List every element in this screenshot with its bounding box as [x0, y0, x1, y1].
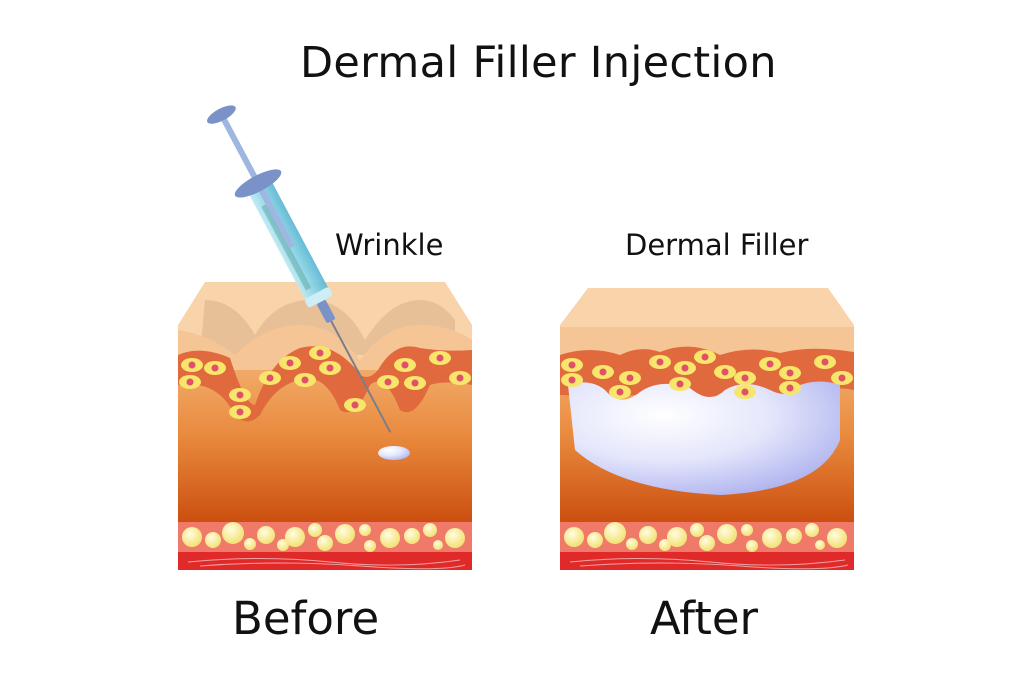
- before-cells: [179, 346, 471, 419]
- filler-drop: [378, 446, 410, 460]
- after-fat-cells: [564, 522, 847, 552]
- wrinkle-label: Wrinkle: [335, 228, 444, 262]
- diagram-title: Dermal Filler Injection: [300, 38, 777, 88]
- dermal-filler-volume: [568, 381, 840, 495]
- after-skin-block: [560, 288, 854, 570]
- before-skin-block: [178, 282, 472, 570]
- before-label: Before: [232, 592, 380, 645]
- after-label: After: [650, 592, 759, 645]
- dermal-filler-label: Dermal Filler: [625, 228, 809, 262]
- syringe-icon: [207, 105, 392, 433]
- after-cells: [561, 350, 853, 399]
- before-fat-cells: [182, 522, 465, 552]
